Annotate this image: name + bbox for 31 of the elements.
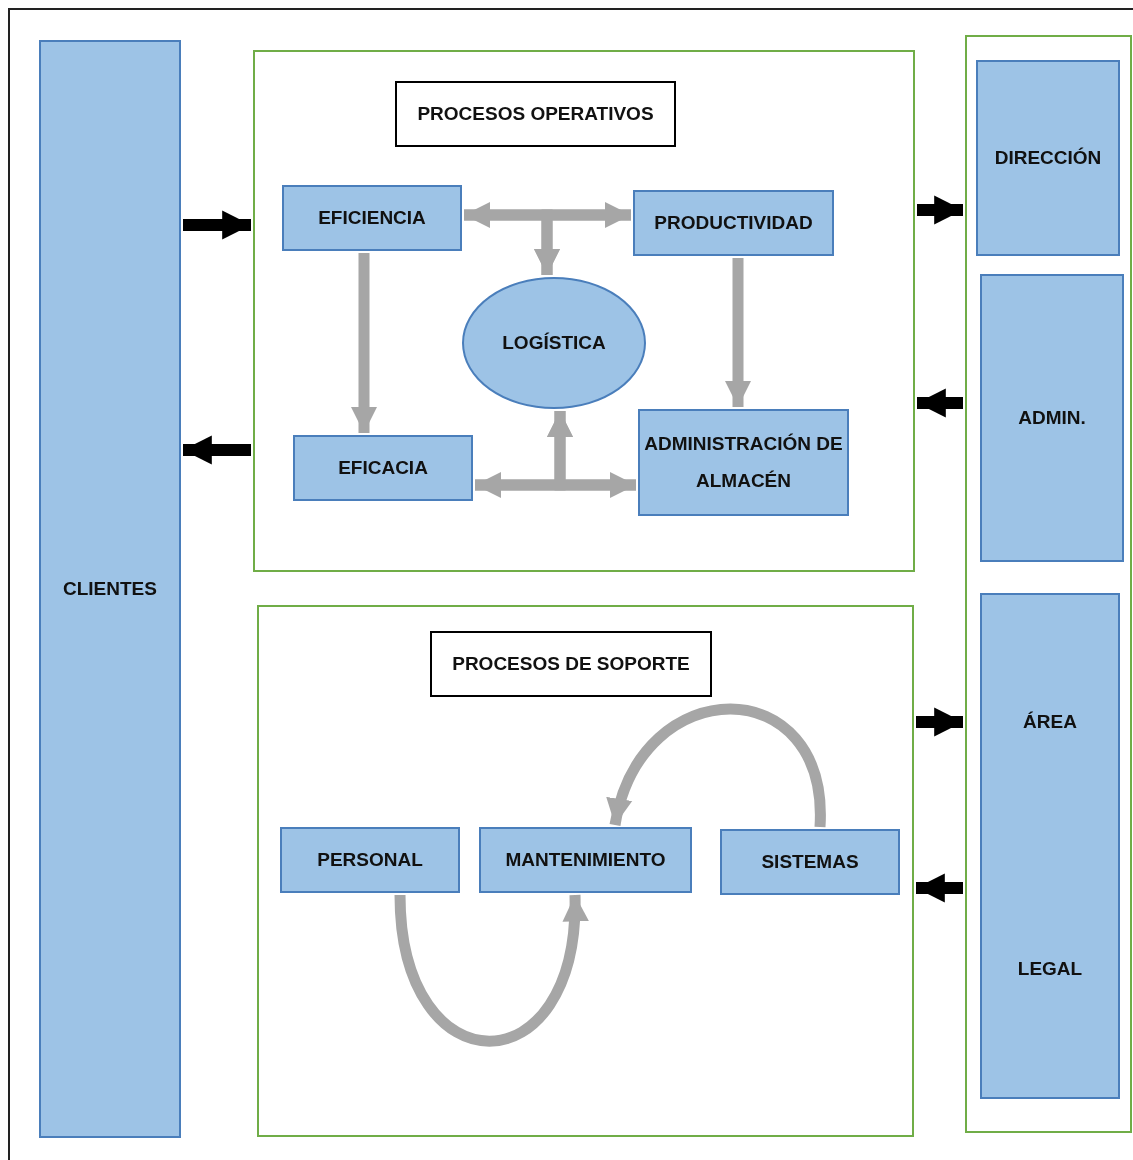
group-panel bbox=[257, 605, 914, 1137]
arrow bbox=[350, 253, 378, 433]
process-box bbox=[980, 593, 1120, 1099]
arrow bbox=[394, 894, 587, 1047]
ellipse-node: LOGÍSTICA bbox=[462, 277, 646, 409]
process-box: EFICACIA bbox=[293, 435, 473, 501]
arrow bbox=[916, 707, 963, 737]
group-panel bbox=[965, 35, 1132, 1133]
group-panel bbox=[253, 50, 915, 572]
arrow bbox=[183, 435, 251, 465]
arrow bbox=[724, 258, 752, 407]
process-box: PRODUCTIVIDAD bbox=[633, 190, 834, 256]
arrow bbox=[609, 703, 826, 828]
process-box: EFICIENCIA bbox=[282, 185, 462, 251]
process-box: ADMIN. bbox=[980, 274, 1124, 562]
group-heading: PROCESOS OPERATIVOS bbox=[395, 81, 676, 147]
node-text: ÁREA bbox=[1023, 710, 1077, 735]
process-box: PERSONAL bbox=[280, 827, 460, 893]
node-text: LEGAL bbox=[1017, 957, 1083, 982]
arrow bbox=[183, 210, 251, 240]
arrow bbox=[533, 209, 631, 275]
process-box: ADMINISTRACIÓN DE ALMACÉN bbox=[638, 409, 849, 516]
arrow bbox=[916, 873, 963, 903]
process-box: MANTENIMIENTO bbox=[479, 827, 692, 893]
process-box: CLIENTES bbox=[39, 40, 181, 1138]
process-box: DIRECCIÓN bbox=[976, 60, 1120, 256]
arrow bbox=[546, 411, 636, 491]
group-heading: PROCESOS DE SOPORTE bbox=[430, 631, 712, 697]
process-box: SISTEMAS bbox=[720, 829, 900, 895]
arrow bbox=[917, 195, 963, 225]
arrow bbox=[917, 388, 963, 418]
